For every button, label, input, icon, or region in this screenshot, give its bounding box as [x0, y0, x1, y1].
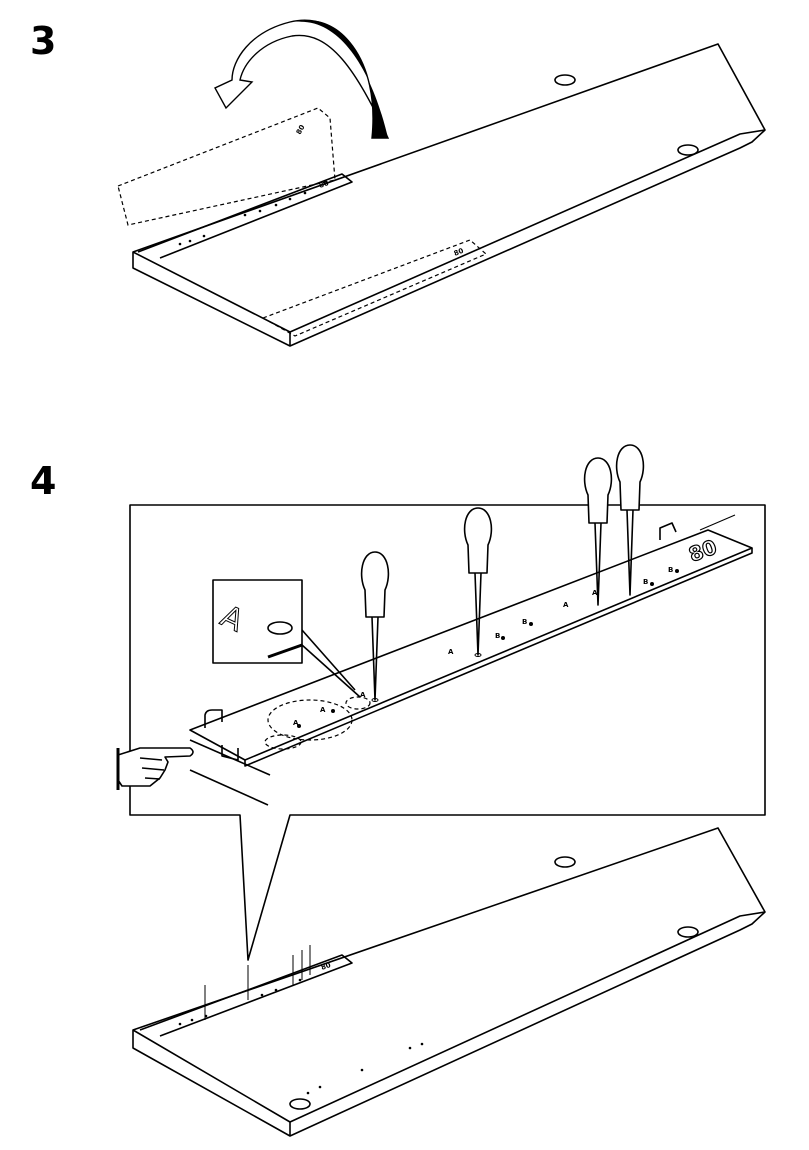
step-4-detail-frame: 80 A A A A A A B B B B A [116, 444, 766, 961]
template-marks [178, 191, 307, 246]
detail-callout-box: A [212, 579, 361, 698]
svg-text:80: 80 [453, 247, 465, 258]
panel-hole-icon [554, 856, 576, 868]
svg-text:A: A [563, 601, 569, 609]
svg-text:A: A [592, 589, 598, 597]
svg-text:B: B [668, 566, 673, 574]
awl-icon [360, 551, 390, 702]
step-3-panel-illustration: 80 80 80 [117, 19, 766, 347]
template-position-outline [261, 239, 488, 337]
svg-text:80: 80 [295, 123, 307, 136]
panel-hole-icon [554, 74, 576, 86]
panel-hole-icon [677, 144, 699, 156]
drilled-hole-marks [178, 978, 424, 1095]
svg-text:B: B [643, 578, 648, 586]
awl-icon [463, 507, 493, 657]
awl-icon [583, 457, 613, 606]
svg-text:B: B [522, 618, 527, 626]
highlight-circle [267, 699, 353, 741]
shelf-panel [132, 43, 766, 347]
step-number-4: 4 [30, 459, 57, 503]
template-hole-marks: A A A A A A B B B B [293, 566, 679, 728]
panel-hole-icon [677, 926, 699, 938]
template-tab [204, 709, 223, 728]
awl-position-lines [204, 945, 311, 1020]
flipped-template-outline [117, 107, 336, 226]
flip-arrow-icon [214, 19, 390, 139]
callout-hole [267, 621, 293, 635]
svg-text:B: B [495, 632, 500, 640]
svg-text:A: A [293, 719, 299, 727]
awl-icon [615, 444, 645, 596]
svg-text:A: A [448, 648, 454, 656]
panel-hole-icon [289, 1098, 311, 1110]
svg-text:A: A [360, 691, 366, 699]
svg-text:80: 80 [320, 961, 332, 972]
drilling-template [139, 954, 353, 1037]
pointing-hand-icon [116, 747, 194, 790]
shelf-panel [132, 827, 766, 1137]
step-4-panel-illustration: 80 [132, 827, 766, 1137]
step-number-3: 3 [30, 19, 57, 63]
template-size-label: 80 [318, 179, 330, 190]
panel-front-edge [132, 129, 766, 333]
svg-text:A: A [320, 706, 326, 714]
drilling-template [137, 173, 353, 259]
